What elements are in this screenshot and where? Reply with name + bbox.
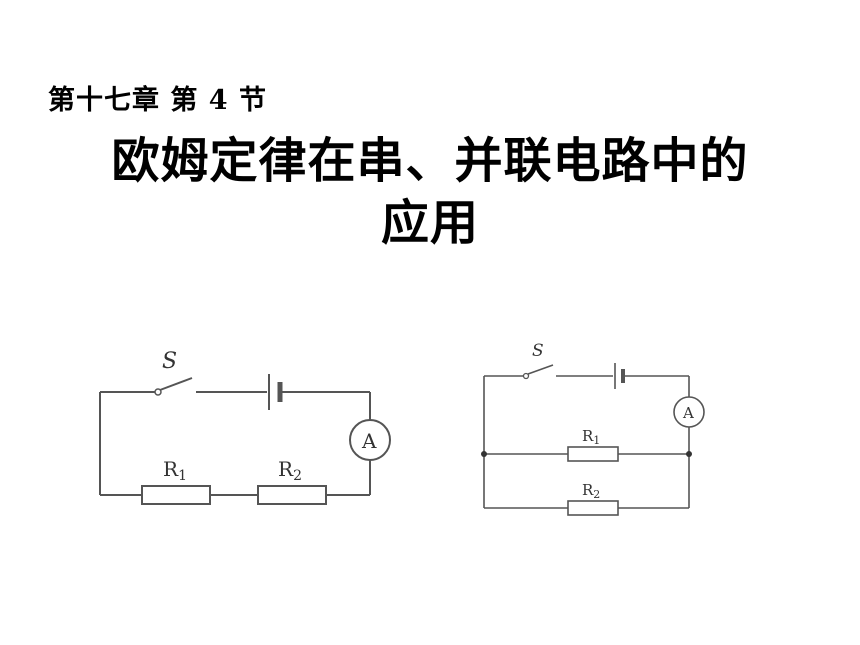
parallel-resistor-r1: [567, 446, 619, 462]
parallel-resistor-r2: [567, 500, 619, 516]
series-switch-blade: [159, 377, 193, 391]
parallel-circuit-diagram: S A R1 R2: [481, 341, 705, 516]
parallel-switch-pivot: [522, 372, 530, 380]
title-line-2: 应用: [380, 195, 479, 251]
series-r2-label: R2: [278, 457, 302, 484]
series-resistor-r2: [257, 485, 327, 505]
page-title: 欧姆定律在串、并联电路中的 应用: [0, 130, 860, 254]
parallel-ammeter-label: A: [682, 404, 694, 422]
parallel-junction-right: [686, 451, 692, 457]
parallel-switch-blade: [527, 364, 554, 375]
parallel-r1-label: R1: [582, 427, 600, 447]
series-r1-label: R1: [163, 457, 187, 484]
parallel-r2-label: R2: [582, 481, 600, 501]
series-ammeter-label: A: [361, 429, 377, 453]
series-switch-pivot: [154, 388, 162, 396]
series-resistor-r1: [141, 485, 211, 505]
parallel-switch-label: S: [532, 341, 544, 361]
parallel-junction-left: [481, 451, 487, 457]
series-circuit-diagram: S A R1 R2: [99, 349, 391, 505]
series-switch-label: S: [162, 349, 177, 374]
chapter-section-label: 第十七章 第 4 节: [48, 85, 267, 116]
title-line-1: 欧姆定律在串、并联电路中的: [111, 133, 749, 189]
